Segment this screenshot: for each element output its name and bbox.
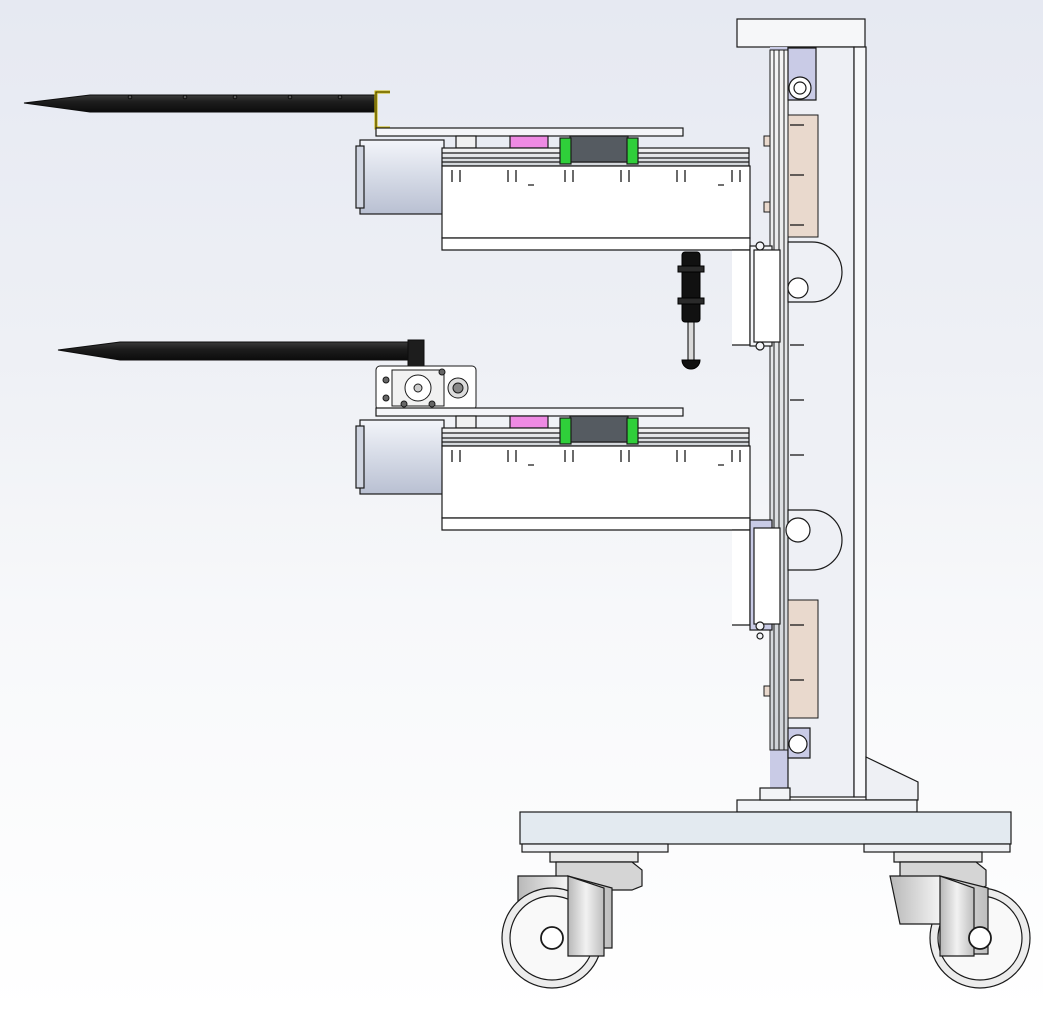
upper-slider [569,135,629,163]
lower-fork [57,339,425,367]
lower-housing [441,445,751,519]
mast-side [853,46,867,798]
mast-clamps [785,47,843,759]
upper-fork [23,94,376,113]
lower-motor [359,419,445,495]
upper-guide-block-right [626,137,639,165]
lower-mast-carriage [749,519,781,640]
lower-linear-module [355,407,751,626]
upper-linear-module [355,127,751,346]
caster-left [501,851,643,989]
lower-carriage-plate [375,407,684,417]
bronze-panel-upper [787,114,819,238]
cart-base [519,811,1012,853]
upper-fork-bracket [374,90,390,130]
lower-pink-pad [509,415,549,429]
lower-fork-drive [375,365,477,411]
upper-pink-pad [509,135,549,149]
upper-motor [359,139,445,215]
vertical-linear-rail [769,49,789,751]
lower-guide-block-left [559,417,572,445]
upper-mast-carriage [749,241,781,351]
mast-foot-block [759,787,791,801]
lower-slider [569,415,629,443]
mast-top-cap [736,18,866,48]
shock-absorber [677,251,705,370]
caster-right [889,851,1031,989]
mast-gusset [865,756,919,801]
mast-foot-plate [736,799,918,813]
lower-guide-block-right [626,417,639,445]
bronze-panels [763,114,819,719]
bronze-panel-lower [787,599,819,719]
upper-housing [441,165,751,239]
upper-guide-block-left [559,137,572,165]
base-plate [519,811,1012,845]
upper-carriage-plate [375,127,684,137]
